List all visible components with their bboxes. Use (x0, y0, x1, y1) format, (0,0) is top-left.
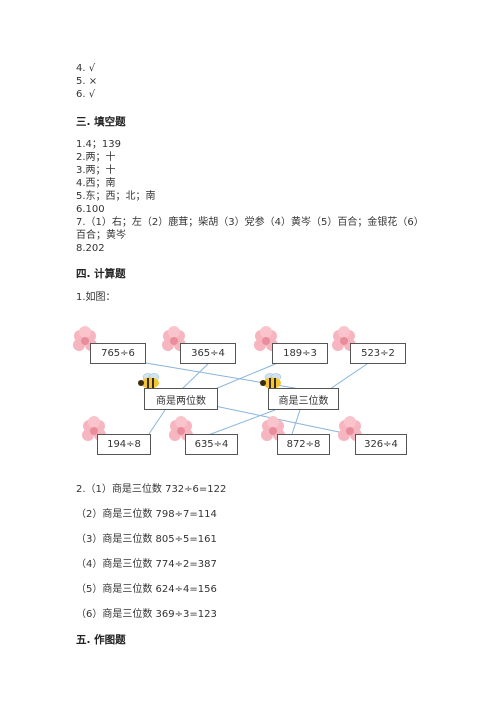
bee-icon (260, 373, 282, 389)
division-box: 194÷8 (97, 434, 151, 455)
division-box: 872÷8 (277, 434, 330, 455)
division-box: 189÷3 (272, 343, 328, 364)
flower-icon (261, 416, 285, 441)
answer-line: （5）商是三位数 624÷4=156 (76, 584, 217, 595)
section-heading: 五. 作图题 (76, 634, 126, 646)
answer-line: （6）商是三位数 369÷3=123 (76, 609, 217, 620)
category-box-two-digit: 商是两位数 (144, 388, 218, 410)
division-box: 365÷4 (180, 343, 236, 364)
section-heading: 三. 填空题 (76, 116, 126, 128)
answer-line: 8.202 (76, 243, 105, 254)
answer-line: 6.100 (76, 204, 105, 215)
flower-icon (82, 416, 106, 441)
division-box: 765÷6 (90, 343, 146, 364)
section-heading: 四. 计算题 (76, 268, 126, 280)
division-box: 326÷4 (355, 434, 407, 455)
division-box: 523÷2 (350, 343, 406, 364)
connector-line (329, 361, 371, 390)
answer-line: 百合；黄岑 (76, 230, 126, 241)
connector-line (214, 361, 281, 390)
flower-icon (73, 326, 97, 351)
answer-line: （4）商是三位数 774÷2=387 (76, 559, 217, 570)
answer-line: 4.西；南 (76, 178, 116, 189)
division-box: 635÷4 (185, 434, 238, 455)
answer-line: 7.（1）右；左（2）鹿茸；柴胡（3）党参（4）黄岑（5）百合；金银花（6） (76, 217, 424, 228)
answer-line: 2.两；十 (76, 152, 116, 163)
bee-icon (138, 373, 160, 389)
answer-line: 4. √ (76, 63, 96, 74)
answer-line: 1.4；139 (76, 139, 121, 150)
answer-line: 5. × (76, 76, 98, 87)
answer-line: （3）商是三位数 805÷5=161 (76, 534, 217, 545)
question-label: 1.如图： (76, 292, 116, 303)
answer-line: 3.两；十 (76, 165, 116, 176)
answer-line: （2）商是三位数 798÷7=114 (76, 509, 217, 520)
answer-line: 2.（1）商是三位数 732÷6=122 (76, 484, 227, 495)
answer-line: 6. √ (76, 89, 96, 100)
answer-line: 5.东；西；北；南 (76, 191, 156, 202)
category-box-three-digit: 商是三位数 (268, 388, 339, 410)
connector-line (209, 404, 359, 437)
connector-line (181, 361, 211, 390)
